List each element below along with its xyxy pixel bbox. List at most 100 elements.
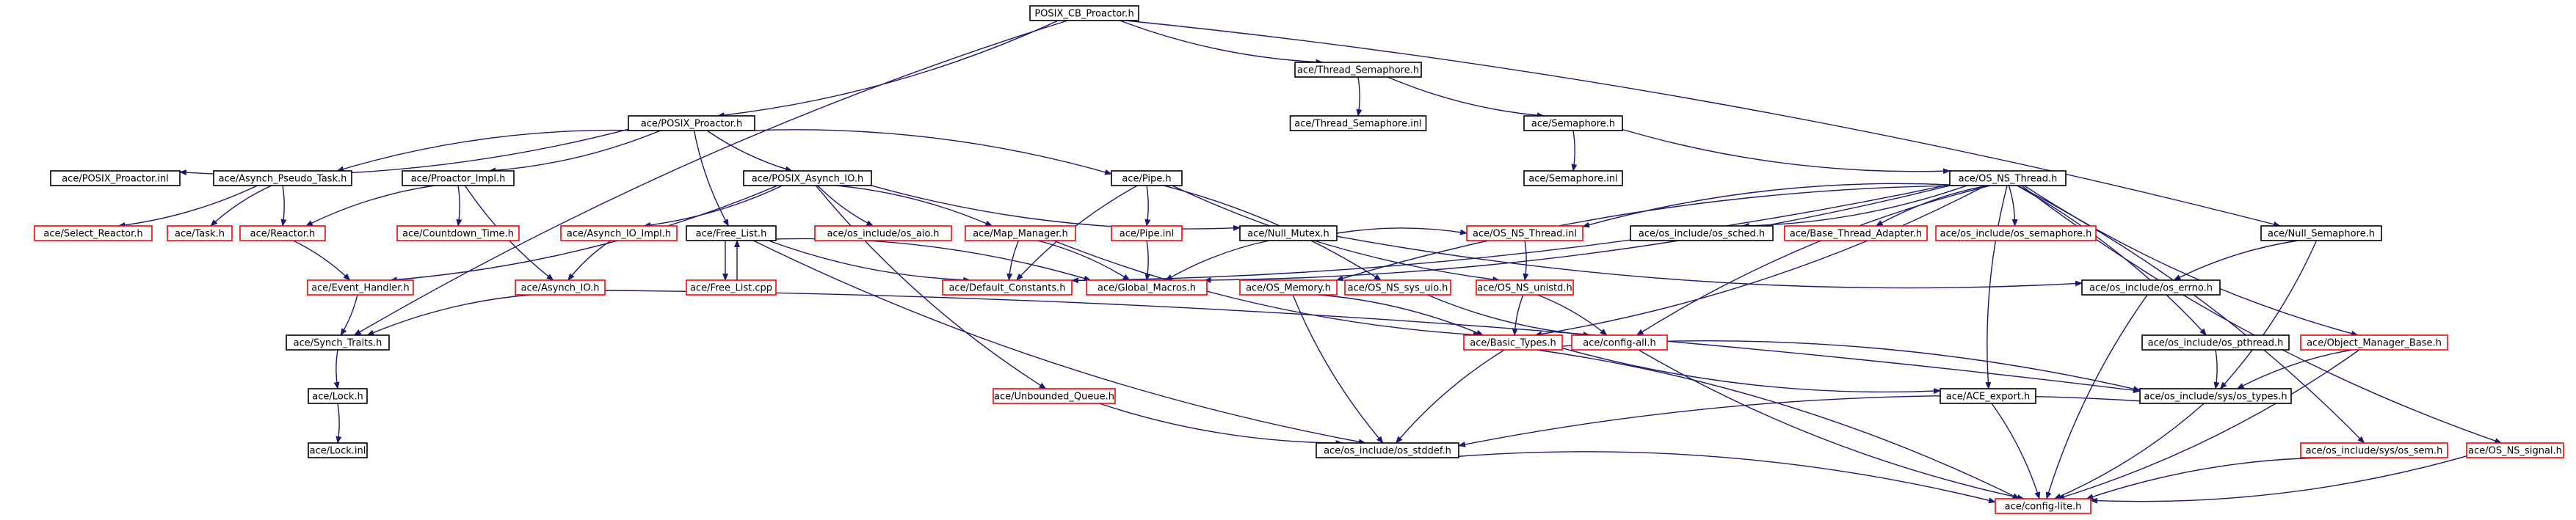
- node-label: ace/Lock.h: [312, 392, 363, 403]
- node-tsem[interactable]: ace/Thread_Semaphore.h: [1294, 62, 1422, 78]
- node-sem-inl[interactable]: ace/Semaphore.inl: [1523, 170, 1623, 186]
- node-label: ace/OS_NS_unistd.h: [1477, 283, 1572, 294]
- include-edge: [2219, 240, 2318, 389]
- node-osns-thread-inl[interactable]: ace/OS_NS_Thread.inl: [1466, 225, 1583, 241]
- node-configlite[interactable]: ace/config-lite.h: [1995, 498, 2091, 514]
- node-box: [1111, 225, 1183, 241]
- node-osns-thread[interactable]: ace/OS_NS_Thread.h: [1949, 170, 2067, 186]
- node-label: ace/OS_NS_signal.h: [2468, 446, 2562, 457]
- include-edge: [768, 240, 971, 283]
- node-apt[interactable]: ace/Asynch_Pseudo_Task.h: [213, 170, 352, 186]
- node-label: ace/Countdown_Time.h: [402, 229, 514, 240]
- node-label: ace/Pipe.inl: [1120, 229, 1175, 240]
- node-label: ace/os_include/os_pthread.h: [2148, 338, 2284, 349]
- node-ossched[interactable]: ace/os_include/os_sched.h: [1630, 225, 1774, 241]
- node-aceexport[interactable]: ace/ACE_export.h: [1940, 388, 2036, 404]
- node-pipe-inl[interactable]: ace/Pipe.inl: [1111, 225, 1183, 241]
- node-lock[interactable]: ace/Lock.h: [308, 388, 368, 404]
- include-edge: [2213, 349, 2220, 389]
- include-edge: [2021, 185, 2503, 444]
- include-edge: [488, 130, 661, 174]
- include-edge: [389, 185, 778, 283]
- node-basic-types[interactable]: ace/Basic_Types.h: [1463, 334, 1563, 351]
- node-reactor[interactable]: ace/Reactor.h: [239, 225, 326, 241]
- include-edge: [1144, 185, 1151, 227]
- include-edge: [1203, 185, 1951, 283]
- node-box: [2260, 225, 2382, 241]
- node-root: POSIX_CB_Proactor.h: [1029, 5, 1139, 21]
- node-label: ace/Default_Constants.h: [948, 283, 1065, 294]
- node-pimpl[interactable]: ace/Proactor_Impl.h: [402, 170, 515, 186]
- node-pipe[interactable]: ace/Pipe.h: [1111, 170, 1183, 186]
- node-ospthread[interactable]: ace/os_include/os_pthread.h: [2141, 334, 2290, 351]
- node-paio[interactable]: ace/POSIX_Asynch_IO.h: [743, 170, 872, 186]
- node-freelist[interactable]: ace/Free_List.h: [686, 225, 777, 241]
- node-box: [1995, 498, 2091, 514]
- include-edge: [752, 129, 1112, 175]
- node-ossignal[interactable]: ace/OS_NS_signal.h: [2466, 442, 2564, 458]
- node-globmacros[interactable]: ace/Global_Macros.h: [1086, 279, 1208, 296]
- node-nullsem[interactable]: ace/Null_Semaphore.h: [2260, 225, 2382, 241]
- node-mapmgr[interactable]: ace/Map_Manager.h: [965, 225, 1076, 241]
- node-box: [686, 279, 777, 296]
- node-aioimpl[interactable]: ace/Asynch_IO_Impl.h: [560, 225, 678, 241]
- node-oserrno[interactable]: ace/os_include/os_errno.h: [2081, 279, 2221, 296]
- node-ossemaphore[interactable]: ace/os_include/os_semaphore.h: [1935, 225, 2097, 241]
- node-label: ace/os_include/os_errno.h: [2089, 283, 2213, 294]
- include-edge: [1053, 240, 1481, 338]
- include-edge: [2090, 455, 2467, 504]
- include-edge: [1458, 451, 1996, 504]
- node-box: [1466, 225, 1583, 241]
- node-osuio[interactable]: ace/OS_NS_sys_uio.h: [1344, 279, 1451, 296]
- node-defconst[interactable]: ace/Default_Constants.h: [942, 279, 1073, 296]
- node-osunistd[interactable]: ace/OS_NS_unistd.h: [1476, 279, 1574, 296]
- include-edge: [1356, 76, 1363, 117]
- node-sel-reactor[interactable]: ace/Select_Reactor.h: [34, 225, 153, 241]
- node-nullmutex[interactable]: ace/Null_Mutex.h: [1239, 225, 1338, 241]
- node-osstddef[interactable]: ace/os_include/os_stddef.h: [1316, 442, 1459, 458]
- node-box: [515, 279, 606, 296]
- node-label: ace/os_include/sys/os_types.h: [2144, 392, 2287, 403]
- include-edge: [1523, 240, 1529, 281]
- node-systypes[interactable]: ace/os_include/sys/os_types.h: [2139, 388, 2292, 404]
- include-edge: [1172, 185, 1501, 282]
- include-edge: [2173, 240, 2299, 281]
- include-edge: [333, 349, 340, 389]
- node-task[interactable]: ace/Task.h: [167, 225, 233, 241]
- node-label: ace/Synch_Traits.h: [294, 338, 382, 349]
- include-edge: [1622, 128, 1951, 175]
- include-edge: [817, 185, 874, 227]
- node-osaio[interactable]: ace/os_include/os_aio.h: [814, 225, 952, 241]
- node-osmem[interactable]: ace/OS_Memory.h: [1239, 279, 1338, 296]
- include-edge: [1144, 240, 1151, 281]
- node-omb[interactable]: ace/Object_Manager_Base.h: [2300, 334, 2448, 351]
- node-sem[interactable]: ace/Semaphore.h: [1523, 115, 1623, 131]
- node-label: ace/ACE_export.h: [1946, 392, 2030, 403]
- include-edge: [775, 238, 1092, 282]
- include-edge: [280, 185, 287, 227]
- node-box: [1289, 115, 1427, 131]
- include-edge: [210, 185, 272, 227]
- node-aio[interactable]: ace/Asynch_IO.h: [515, 279, 606, 296]
- node-synch-traits[interactable]: ace/Synch_Traits.h: [286, 334, 390, 351]
- node-box: [1239, 225, 1338, 241]
- node-unbq[interactable]: ace/Unbounded_Queue.h: [993, 388, 1116, 404]
- include-edge: [815, 185, 1047, 389]
- node-label: ace/Thread_Semaphore.inl: [1294, 119, 1421, 130]
- node-label: ace/Thread_Semaphore.h: [1297, 65, 1419, 76]
- include-edge: [1336, 227, 1467, 235]
- node-bta[interactable]: ace/Base_Thread_Adapter.h: [1784, 225, 1928, 241]
- node-freelist-cpp[interactable]: ace/Free_List.cpp: [686, 279, 777, 296]
- node-lock-inl[interactable]: ace/Lock.inl: [308, 442, 368, 458]
- node-proactor-inl[interactable]: ace/POSIX_Proactor.inl: [50, 170, 181, 186]
- node-label: ace/config-all.h: [1583, 338, 1656, 349]
- include-edge: [1458, 395, 2141, 447]
- node-configall[interactable]: ace/config-all.h: [1571, 334, 1668, 351]
- node-box: [308, 442, 368, 458]
- node-proactor[interactable]: ace/POSIX_Proactor.h: [628, 115, 755, 131]
- include-edge: [1636, 185, 1991, 336]
- node-countdown[interactable]: ace/Countdown_Time.h: [396, 225, 520, 241]
- node-syssem[interactable]: ace/os_include/sys/os_sem.h: [2300, 442, 2448, 458]
- node-tsem-inl[interactable]: ace/Thread_Semaphore.inl: [1289, 115, 1427, 131]
- node-evh[interactable]: ace/Event_Handler.h: [307, 279, 414, 296]
